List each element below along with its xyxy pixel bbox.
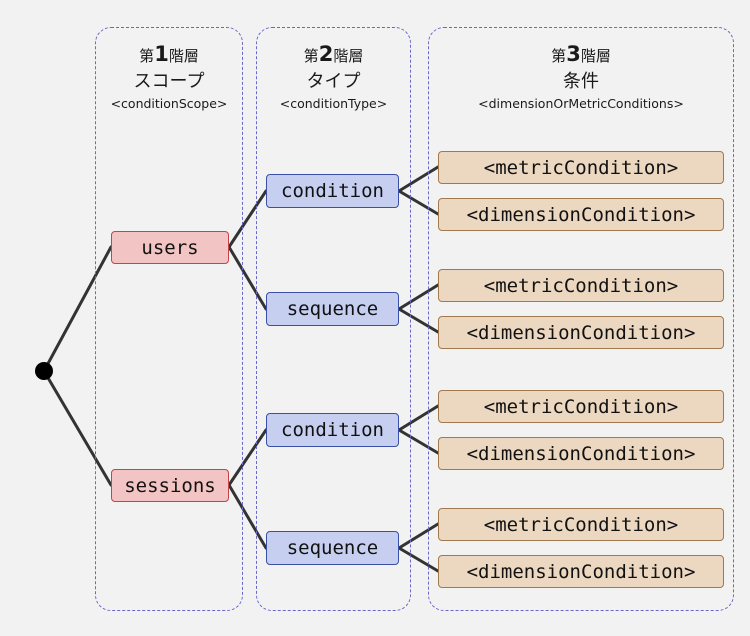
column-condition-frame: [428, 27, 734, 611]
level-label: 第2階層: [303, 42, 364, 66]
connector-line: [397, 404, 440, 432]
connector-line: [227, 428, 268, 487]
connector-line: [397, 165, 440, 193]
column-type-frame: [256, 27, 411, 611]
condition-node: <dimensionCondition>: [438, 198, 724, 231]
connector-line: [227, 245, 268, 311]
connector-line: [397, 283, 440, 311]
condition-node: <metricCondition>: [438, 269, 724, 302]
connector-line: [397, 307, 440, 334]
type-node: condition: [266, 413, 399, 447]
connector-line: [42, 245, 113, 373]
column-condition-header: 第3階層 条件 <dimensionOrMetricConditions>: [428, 44, 734, 112]
condition-node: <dimensionCondition>: [438, 316, 724, 349]
condition-node: <dimensionCondition>: [438, 437, 724, 470]
connector-line: [397, 428, 440, 455]
type-node: sequence: [266, 292, 399, 326]
type-node: sequence: [266, 531, 399, 565]
column-title: タイプ: [306, 71, 361, 92]
scope-node-users: users: [111, 231, 229, 264]
condition-node: <metricCondition>: [438, 390, 724, 423]
connector-line: [227, 483, 268, 550]
column-type-header: 第2階層 タイプ <conditionType>: [256, 44, 411, 112]
column-scope-frame: [95, 27, 243, 611]
connector-line: [42, 369, 113, 487]
connector-line: [397, 522, 440, 550]
type-node: condition: [266, 174, 399, 208]
connector-line: [397, 546, 440, 573]
level-label: 第1階層: [139, 42, 199, 66]
level-label: 第3階層: [551, 42, 611, 66]
root-dot: [35, 362, 53, 380]
condition-node: <metricCondition>: [438, 151, 724, 184]
connector-line: [397, 189, 440, 216]
condition-node: <dimensionCondition>: [438, 555, 724, 588]
column-code: <conditionScope>: [110, 96, 228, 111]
condition-node: <metricCondition>: [438, 508, 724, 541]
column-code: <conditionType>: [279, 96, 388, 111]
column-title: 条件: [563, 71, 599, 92]
scope-node-sessions: sessions: [111, 469, 229, 502]
column-code: <dimensionOrMetricConditions>: [478, 96, 684, 111]
connector-line: [227, 189, 268, 249]
column-scope-header: 第1階層 スコープ <conditionScope>: [95, 44, 243, 112]
column-title: スコープ: [133, 71, 205, 92]
